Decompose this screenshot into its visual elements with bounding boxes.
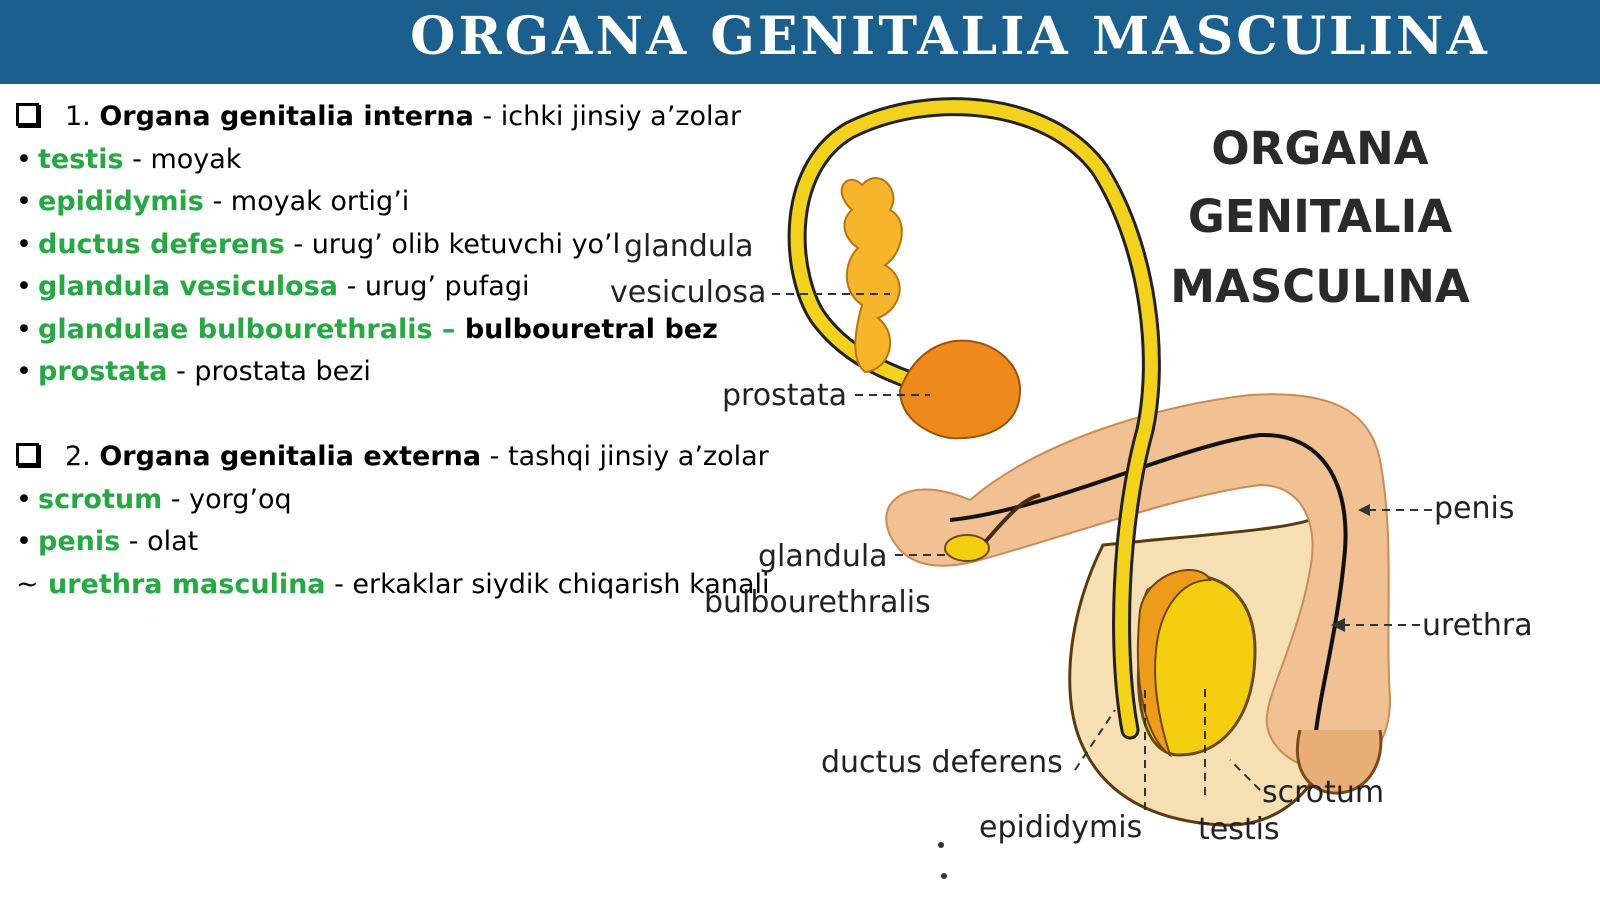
term: ductus deferens [38,228,285,260]
ductus-deferens-fill [790,100,1158,737]
diagram-title-line-1: ORGANA [1211,122,1428,175]
label-prostata: prostata [722,378,847,413]
internal-description: - ichki jinsiy a’zolar [473,101,742,132]
penis-shape [885,393,1392,772]
internal-title: Organa genitalia interna [99,101,474,132]
bullet-icon: • [16,228,32,260]
list-item: •penis - olat [16,521,816,564]
term-description: - prostata bezi [167,356,371,387]
term-description: - urug’ olib ketuvchi yo’l [284,228,621,260]
label-epididymis: epididymis [979,810,1142,845]
term: urethra masculina [48,568,326,600]
bullet-icon: • [16,483,32,515]
list-item: •prostata - prostata bezi [16,351,816,394]
prostate-shape [898,339,1022,440]
bullet-icon: • [16,313,32,345]
checkbox-icon [16,103,39,126]
list-item: •glandula vesiculosa - urug’ pufagi [16,266,816,309]
internal-number: 1. [65,101,91,132]
seminal-vesicle-shape [840,177,903,374]
label-urethra: urethra [1422,608,1533,643]
term-description: - moyak ortig’i [203,186,410,217]
term: penis [38,526,121,557]
checkbox-icon [16,443,39,466]
term: scrotum [38,483,163,515]
term: prostata [38,356,168,387]
dot-mark [938,842,944,848]
external-number: 2. [65,441,91,472]
diagram-title-line-2: GENITALIA [1188,190,1453,243]
dot-mark [941,873,947,879]
urethra-line [949,432,1348,741]
list-item: ~ urethra masculina - erkaklar siydik chi… [16,564,816,607]
list-item: •epididymis - moyak ortig’i [16,181,816,224]
bullet-icon: • [16,356,32,387]
external-description: - tashqi jinsiy a’zolar [481,441,769,472]
term-description: bulbouretral bez [455,313,718,345]
bullet-icon: • [16,143,32,175]
term-description: - olat [120,526,199,557]
label-ductus-deferens: ductus deferens [821,745,1063,780]
internal-heading: 1. Organa genitalia interna - ichki jins… [16,96,816,139]
bullet-icon: • [16,526,32,557]
diagram-title: ORGANA GENITALIA MASCULINA [1170,122,1470,313]
list-item: •ductus deferens - urug’ olib ketuvchi y… [16,224,816,267]
label-glandula-bulbourethralis-line-1: glandula [758,539,888,574]
glans-shape [1295,729,1383,795]
arrow-heads [1331,504,1370,632]
title-banner: ORGANA GENITALIA MASCULINA [0,0,1600,84]
list-item: •testis - moyak [16,139,816,182]
term-description: - yorg’oq [162,483,292,515]
term-description: - moyak [123,143,242,175]
tilde-symbol: ~ [16,568,39,600]
leader-lines [772,293,1432,810]
label-glandula-bulbourethralis-line-2: bulbourethralis [704,585,931,620]
bulbourethral-duct [983,493,1041,544]
label-glandula-vesiculosa-line-2: vesiculosa [610,275,766,310]
bullet-icon: • [16,186,32,217]
term-description: - urug’ pufagi [338,271,530,302]
external-title: Organa genitalia externa [99,441,482,472]
label-testis: testis [1198,812,1280,847]
term: glandulae bulbourethralis – [38,313,456,345]
text-panel: 1. Organa genitalia interna - ichki jins… [16,96,816,606]
bullet-icon: • [16,271,32,302]
epididymis-shape [1136,569,1212,758]
list-item: •scrotum - yorg’oq [16,479,816,522]
label-penis: penis [1434,491,1514,526]
label-scrotum: scrotum [1262,775,1384,810]
bulbourethral-gland-shape [944,534,990,562]
term: testis [38,143,124,175]
external-heading: 2. Organa genitalia externa - tashqi jin… [16,436,816,479]
term-description: - erkaklar siydik chiqarish kanali [325,568,770,600]
list-item: •glandulae bulbourethralis – bulbouretra… [16,309,816,352]
term: glandula vesiculosa [38,271,339,302]
anatomy-diagram: ORGANA GENITALIA MASCULINA glandula vesi… [610,97,1533,879]
diagram-title-line-3: MASCULINA [1170,260,1470,313]
term: epididymis [38,186,204,217]
label-glandula-vesiculosa-line-1: glandula [624,229,754,264]
labels: glandula vesiculosa prostata glandula bu… [610,229,1533,847]
page-title: ORGANA GENITALIA MASCULINA [410,6,1490,67]
